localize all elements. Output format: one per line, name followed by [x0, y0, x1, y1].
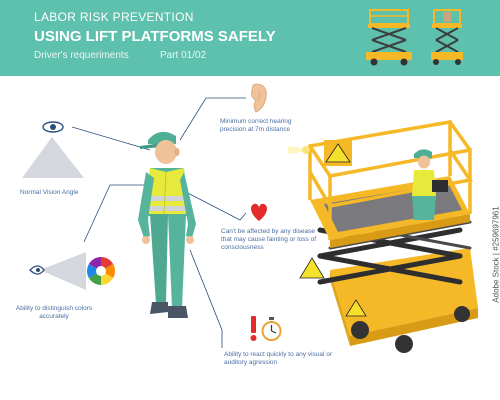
connector-lines: [71, 97, 247, 348]
label-hearing: Minimum correct hearing precision at 7m …: [220, 118, 292, 133]
exclamation-icon: [250, 316, 257, 341]
label-react: Ability to react quickly to any visual o…: [224, 351, 333, 366]
header-part: Part 01/02: [160, 50, 207, 61]
lift-front-thumbnail: [431, 9, 463, 65]
header-band: LABOR RISK PREVENTION USING LIFT PLATFOR…: [0, 0, 500, 76]
operator-figure: [412, 149, 436, 220]
heart-icon: [251, 203, 267, 221]
wheel: [454, 306, 470, 322]
stock-watermark: Adobe Stock | #259697961: [491, 206, 500, 303]
header-category: LABOR RISK PREVENTION: [34, 10, 194, 24]
eye-icon: [42, 121, 64, 133]
eye-side-icon: [29, 265, 45, 275]
header-subtitle: Driver's requeriments: [34, 50, 129, 61]
vision-cone: [22, 137, 84, 178]
color-cone: [40, 252, 86, 290]
label-disease: Can't be affected by any disease that ma…: [221, 228, 317, 251]
worker-figure: [138, 131, 196, 318]
page-title: USING LIFT PLATFORMS SAFELY: [34, 28, 276, 45]
ear-icon: [251, 83, 267, 113]
color-wheel-icon: [87, 257, 115, 285]
lift-side-thumbnail: [366, 9, 412, 66]
stopwatch-icon: [261, 317, 282, 341]
label-colors: Ability to distinguish colors accurately: [15, 305, 93, 320]
wheel: [395, 335, 413, 353]
wheel: [351, 321, 369, 339]
label-vision: Normal Vision Angle: [20, 189, 79, 196]
scissor-lift: [288, 119, 478, 353]
